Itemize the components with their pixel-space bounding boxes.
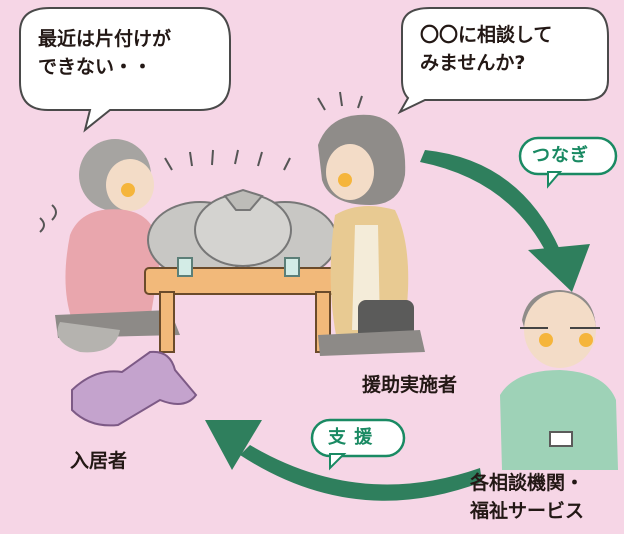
speech-text-resident: 最近は片付けが できない・・: [38, 28, 172, 78]
speech-bubble-right: [397, 7, 609, 115]
stress-lines: [39, 91, 363, 233]
speech-bubble-left: [19, 7, 231, 133]
tag-label-tsunagi: つなぎ: [532, 145, 589, 166]
arrow-shien: [205, 420, 482, 501]
label-agency: 各相談機関・ 福祉サービス: [470, 472, 585, 522]
tag-label-shien: 支 援: [328, 427, 374, 448]
label-worker: 援助実施者: [362, 374, 458, 396]
tag-tsunagi: [518, 136, 618, 189]
discarded-clothes: [71, 340, 198, 427]
tag-shien: [310, 418, 406, 471]
worker-figure: [318, 114, 425, 356]
resident-figure: [55, 139, 180, 353]
label-resident: 入居者: [70, 450, 128, 472]
garbage-bags: [147, 188, 338, 279]
agency-staff-figure: [500, 290, 618, 470]
arrow-tsunagi: [420, 150, 590, 292]
speech-text-worker: 〇〇に相談して みませんか?: [420, 24, 553, 74]
low-table: [144, 257, 346, 353]
